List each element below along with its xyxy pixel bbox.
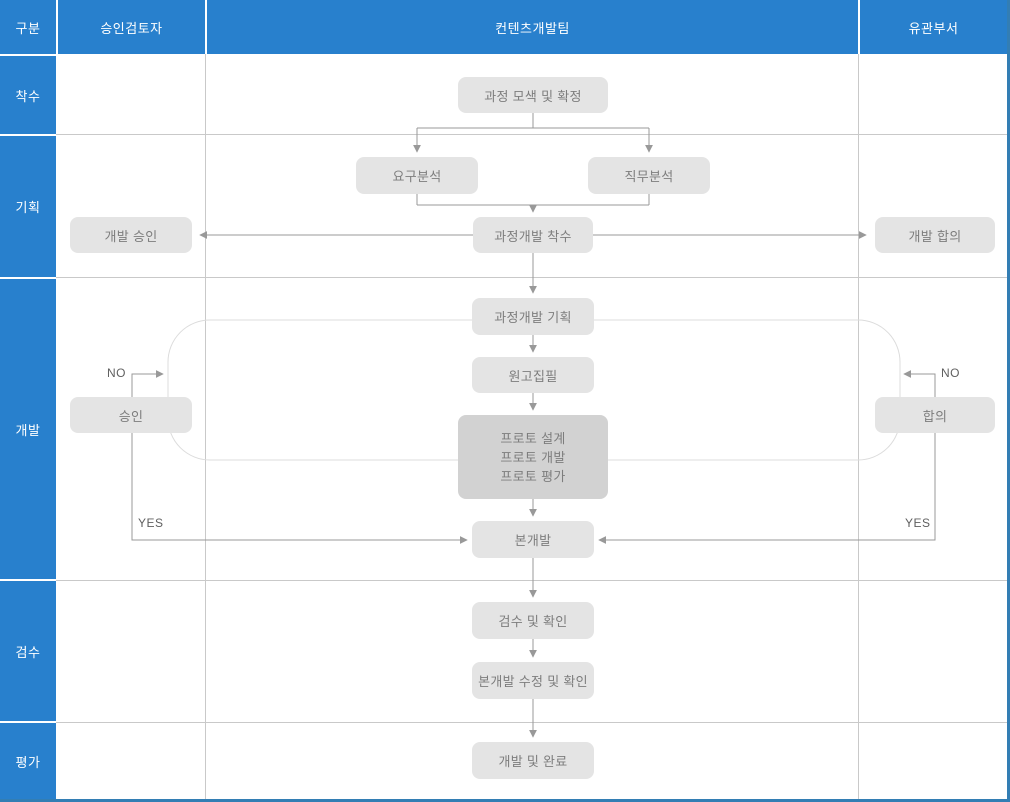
header-cell-related-dept: 유관부서 <box>860 0 1007 54</box>
lane-divider-vertical-left <box>205 54 206 799</box>
header-cell-approval-reviewer: 승인검토자 <box>58 0 205 54</box>
node-completion: 개발 및 완료 <box>472 742 594 779</box>
phase-label-evaluation: 평가 <box>0 723 56 799</box>
prototype-line-develop: 프로토 개발 <box>500 449 566 465</box>
node-approval: 승인 <box>70 397 192 433</box>
label-yes-right: YES <box>905 516 931 530</box>
node-main-development: 본개발 <box>472 521 594 558</box>
lane-divider-row3 <box>56 580 1007 581</box>
node-inspection: 검수 및 확인 <box>472 602 594 639</box>
phase-label-inspection: 검수 <box>0 581 56 721</box>
lane-divider-row2 <box>56 277 1007 278</box>
arrow-approval-yes <box>131 433 468 544</box>
header-cell-content-dev-team: 컨텐츠개발팀 <box>207 0 858 54</box>
lane-divider-vertical-right <box>858 54 859 799</box>
lane-divider-row1 <box>56 134 1007 135</box>
prototype-line-evaluate: 프로토 평가 <box>500 468 566 484</box>
arrow-agreement-yes <box>598 433 936 544</box>
lane-divider-row4 <box>56 722 1007 723</box>
phase-label-development: 개발 <box>0 279 56 579</box>
node-job-analysis: 직무분석 <box>588 157 710 194</box>
node-revision: 본개발 수정 및 확인 <box>472 662 594 699</box>
node-dev-approval: 개발 승인 <box>70 217 192 253</box>
node-dev-kickoff: 과정개발 착수 <box>473 217 593 253</box>
label-no-left: NO <box>107 366 126 380</box>
node-manuscript-writing: 원고집필 <box>472 357 594 393</box>
node-dev-agreement: 개발 합의 <box>875 217 995 253</box>
arrow-agreement-no <box>903 370 936 397</box>
node-dev-planning: 과정개발 기획 <box>472 298 594 335</box>
node-needs-analysis: 요구분석 <box>356 157 478 194</box>
label-yes-left: YES <box>138 516 164 530</box>
phase-label-initiation: 착수 <box>0 56 56 134</box>
node-prototype: 프로토 설계 프로토 개발 프로토 평가 <box>458 415 608 499</box>
arrow-approval-no <box>131 370 164 397</box>
prototype-line-design: 프로토 설계 <box>500 430 566 446</box>
header-cell-category: 구분 <box>0 0 56 54</box>
label-no-right: NO <box>941 366 960 380</box>
phase-label-planning: 기획 <box>0 136 56 277</box>
node-process-exploration: 과정 모색 및 확정 <box>458 77 608 113</box>
node-agreement: 합의 <box>875 397 995 433</box>
